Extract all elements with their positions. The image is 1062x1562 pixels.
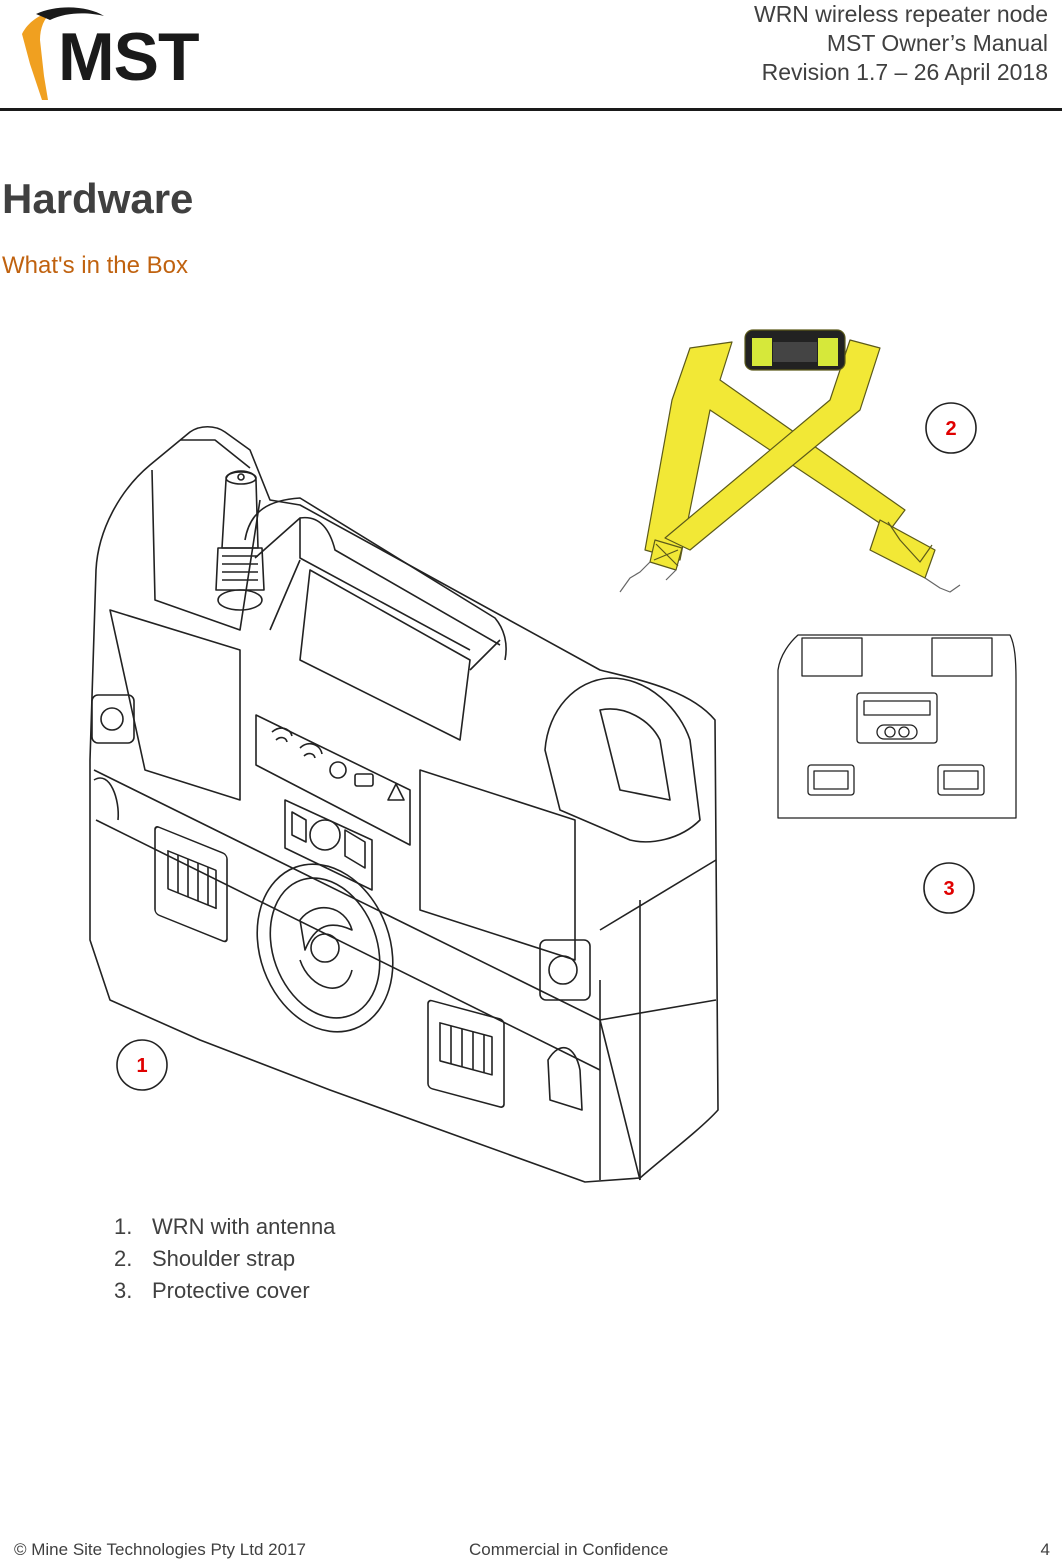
svg-text:2: 2: [945, 418, 956, 440]
left-arrow-button: [291, 811, 307, 843]
page-title: Hardware: [2, 175, 194, 222]
svg-text:1: 1: [136, 1055, 147, 1077]
selector-dial: [256, 863, 394, 1033]
list-item: 2. Shoulder strap: [114, 1243, 335, 1275]
battery-gauge-left: [154, 826, 228, 943]
logo-swoosh-icon: [22, 12, 52, 100]
header-divider: [0, 108, 1062, 111]
callout-1: 1: [116, 1039, 168, 1091]
logo-arc-icon: [36, 7, 104, 20]
logo-text: MST: [58, 19, 199, 95]
list-item-label: WRN with antenna: [152, 1214, 336, 1239]
mst-logo: MST: [22, 7, 200, 100]
warning-icon: [387, 783, 405, 801]
section-subtitle: What's in the Box: [2, 252, 188, 279]
svg-text:3: 3: [943, 878, 954, 900]
document-header-info: WRN wireless repeater node MST Owner’s M…: [754, 0, 1048, 87]
manual-name: MST Owner’s Manual: [826, 30, 1048, 56]
battery-gauge-right: [427, 999, 505, 1108]
center-button: [309, 819, 341, 851]
footer-confidentiality: Commercial in Confidence: [469, 1540, 669, 1559]
antenna-icon: [215, 470, 265, 611]
product-name: WRN wireless repeater node: [753, 1, 1048, 27]
revision-info: Revision 1.7 – 26 April 2018: [761, 59, 1048, 85]
power-icon: [329, 761, 347, 779]
callout-2: 2: [925, 402, 977, 454]
wrn-device-drawing: [89, 425, 719, 1183]
list-item: 3. Protective cover: [114, 1275, 335, 1307]
list-item-number: 1.: [114, 1214, 133, 1239]
battery-icon: [354, 773, 374, 787]
list-item-label: Shoulder strap: [152, 1246, 296, 1271]
shoulder-strap-drawing: [619, 329, 961, 593]
callout-3: 3: [923, 862, 975, 914]
footer-copyright: © Mine Site Technologies Pty Ltd 2017: [14, 1540, 306, 1559]
protective-cover-drawing: [777, 634, 1017, 819]
list-item-number: 3.: [114, 1278, 133, 1303]
page-number: 4: [1040, 1540, 1050, 1559]
box-contents-list: 1. WRN with antenna 2. Shoulder strap 3. Pr…: [114, 1211, 335, 1307]
list-item-label: Protective cover: [152, 1278, 310, 1303]
list-item: 1. WRN with antenna: [114, 1211, 335, 1243]
right-arrow-button: [344, 829, 366, 869]
box-contents-figure: 1 2 3: [89, 329, 1017, 1183]
signal-icon: [299, 742, 323, 759]
wifi-icon: [271, 727, 293, 743]
list-item-number: 2.: [114, 1246, 133, 1271]
